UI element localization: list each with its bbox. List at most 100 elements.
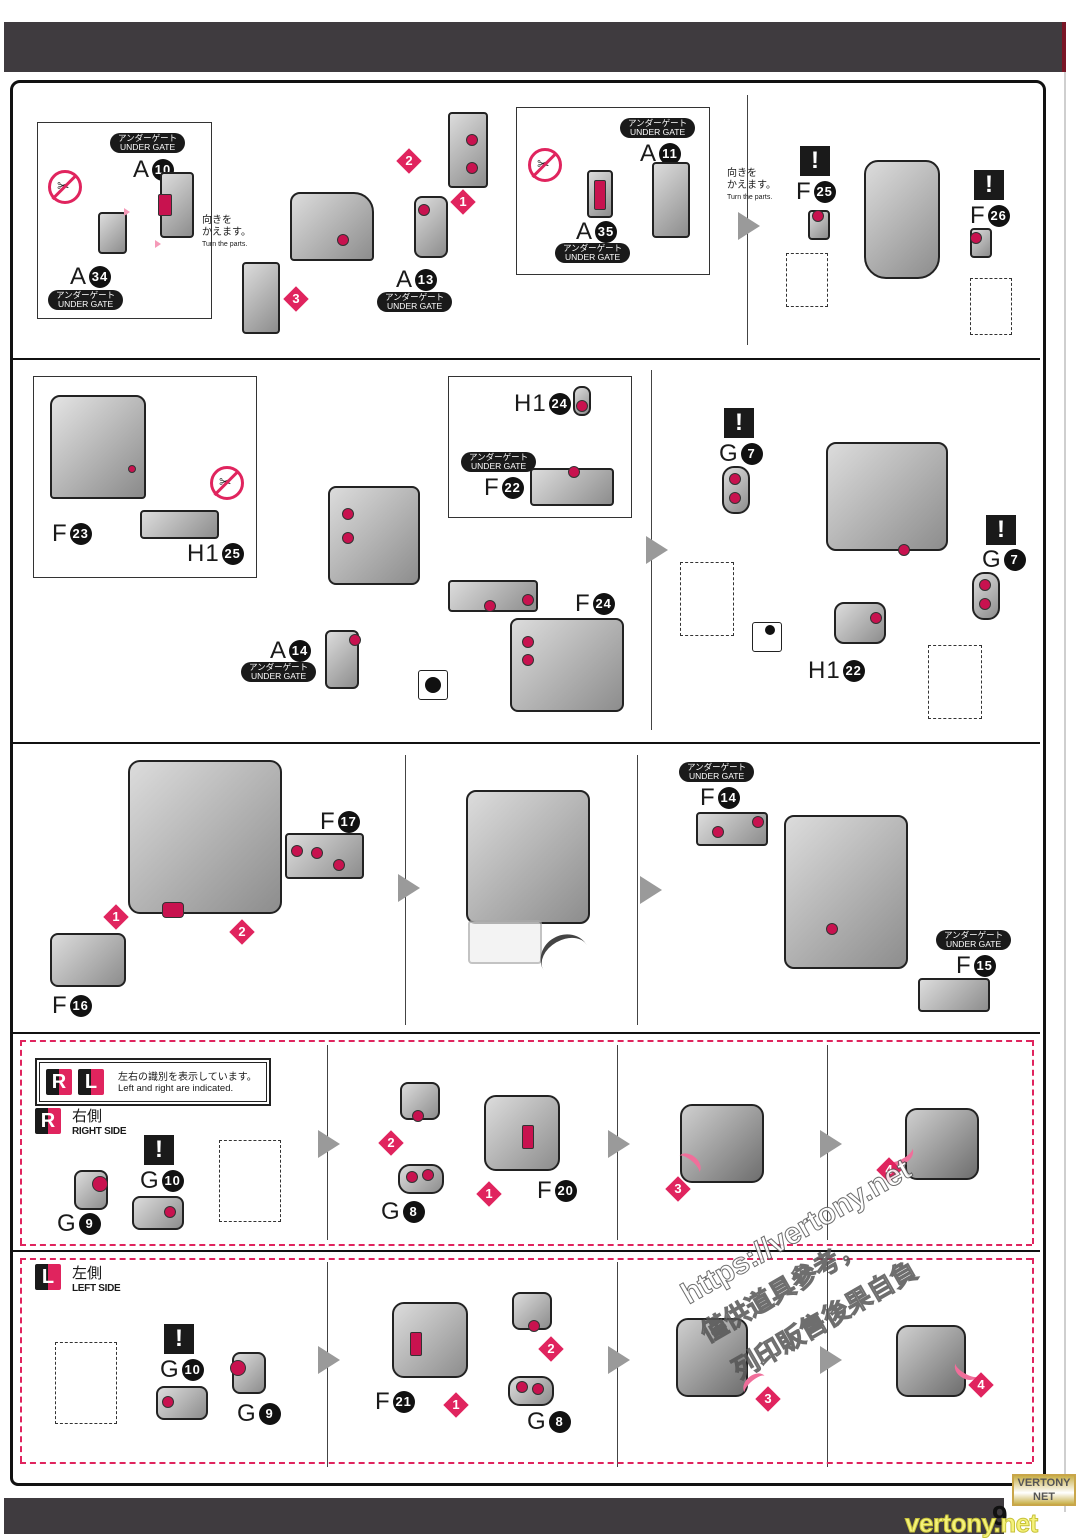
part-f14 <box>696 812 768 846</box>
no-cut-icon: ✂ <box>210 466 244 500</box>
part-a11-assembly <box>448 112 488 188</box>
rl-legend-box: R L 左右の識別を表示しています。 Left and right are in… <box>35 1058 271 1106</box>
next-step-arrow <box>820 1130 842 1158</box>
part-g7 <box>722 466 750 514</box>
step-badge-2: 2 <box>396 148 422 174</box>
row-divider <box>12 1250 1040 1252</box>
rl-section-border <box>1032 1258 1034 1462</box>
step-badge-4: 4 <box>968 1372 994 1398</box>
part-f15 <box>918 978 990 1012</box>
part-g10 <box>156 1386 208 1420</box>
detail-view-g10 <box>55 1342 117 1424</box>
part-frame-assembly <box>328 486 420 585</box>
no-cut-icon: ✂ <box>528 148 562 182</box>
warning-icon: ! <box>986 515 1016 545</box>
rl-section-border <box>20 1244 1032 1246</box>
next-step-arrow <box>318 1346 340 1374</box>
part-a10 <box>158 172 194 238</box>
gate-marker <box>155 240 161 248</box>
next-step-arrow <box>820 1346 842 1374</box>
right-badge-icon: R <box>46 1069 72 1095</box>
part-f20 <box>484 1095 560 1171</box>
right-side-title-jp: 右側 <box>72 1108 103 1125</box>
part-body-rotated <box>466 790 590 924</box>
next-step-arrow <box>608 1346 630 1374</box>
left-side-badge: L <box>35 1264 61 1290</box>
part-h124 <box>573 386 591 416</box>
turn-parts-note: 向きをかえます。Turn the parts. <box>202 215 251 248</box>
part-f21 <box>392 1302 468 1378</box>
row-divider <box>12 1032 1040 1034</box>
step-badge-1: 1 <box>103 904 129 930</box>
row-divider <box>12 742 1040 744</box>
part-g8 <box>398 1164 444 1194</box>
part-left-assembly <box>676 1318 748 1397</box>
part-body-assembly <box>128 760 282 918</box>
step-badge-1: 1 <box>443 1392 469 1418</box>
rl-legend-text-en: Left and right are indicated. <box>118 1083 234 1094</box>
rl-section-border <box>20 1258 1032 1260</box>
part-body-assembly <box>290 192 374 261</box>
next-step-arrow <box>640 876 662 904</box>
gate-view-icon <box>418 670 448 700</box>
next-step-arrow <box>608 1130 630 1158</box>
gate-marker <box>124 208 130 216</box>
part-turned <box>242 262 280 334</box>
left-badge-icon: L <box>78 1069 104 1095</box>
gate-view-icon <box>752 622 782 652</box>
left-side-title-en: LEFT SIDE <box>72 1283 121 1294</box>
rl-section-border <box>20 1258 22 1462</box>
part-right-assembly <box>680 1104 764 1183</box>
rl-section-border <box>20 1040 1032 1042</box>
next-step-arrow <box>646 536 668 564</box>
step-badge-3: 3 <box>755 1386 781 1412</box>
rl-section-border <box>20 1462 1032 1464</box>
detail-view-f25 <box>786 253 828 307</box>
detail-view-g10 <box>219 1140 281 1222</box>
part-g7 <box>972 572 1000 620</box>
part-h122 <box>834 602 886 644</box>
part-a13 <box>414 196 448 258</box>
detail-view-g7 <box>680 562 734 636</box>
step-badge-1: 1 <box>476 1181 502 1207</box>
page-edge <box>1064 72 1066 1512</box>
no-cut-icon: ✂ <box>48 170 82 204</box>
footer-bar <box>4 1498 1004 1534</box>
rl-legend-text-jp: 左右の識別を表示しています。 <box>118 1072 257 1083</box>
part-g9-g10 <box>400 1082 440 1122</box>
part-f22 <box>530 466 614 506</box>
site-watermark-text: vertony.net <box>905 1508 1039 1539</box>
next-step-arrow <box>318 1130 340 1158</box>
part-g8 <box>508 1376 554 1406</box>
warning-icon: ! <box>164 1324 194 1354</box>
part-a35 <box>587 170 613 218</box>
part-left-assembly-final <box>896 1325 966 1397</box>
part-g10 <box>132 1196 184 1230</box>
detail-view-f26 <box>970 278 1012 335</box>
step-badge-2: 2 <box>538 1336 564 1362</box>
turn-parts-note: 向きをかえます。Turn the parts. <box>727 168 776 201</box>
